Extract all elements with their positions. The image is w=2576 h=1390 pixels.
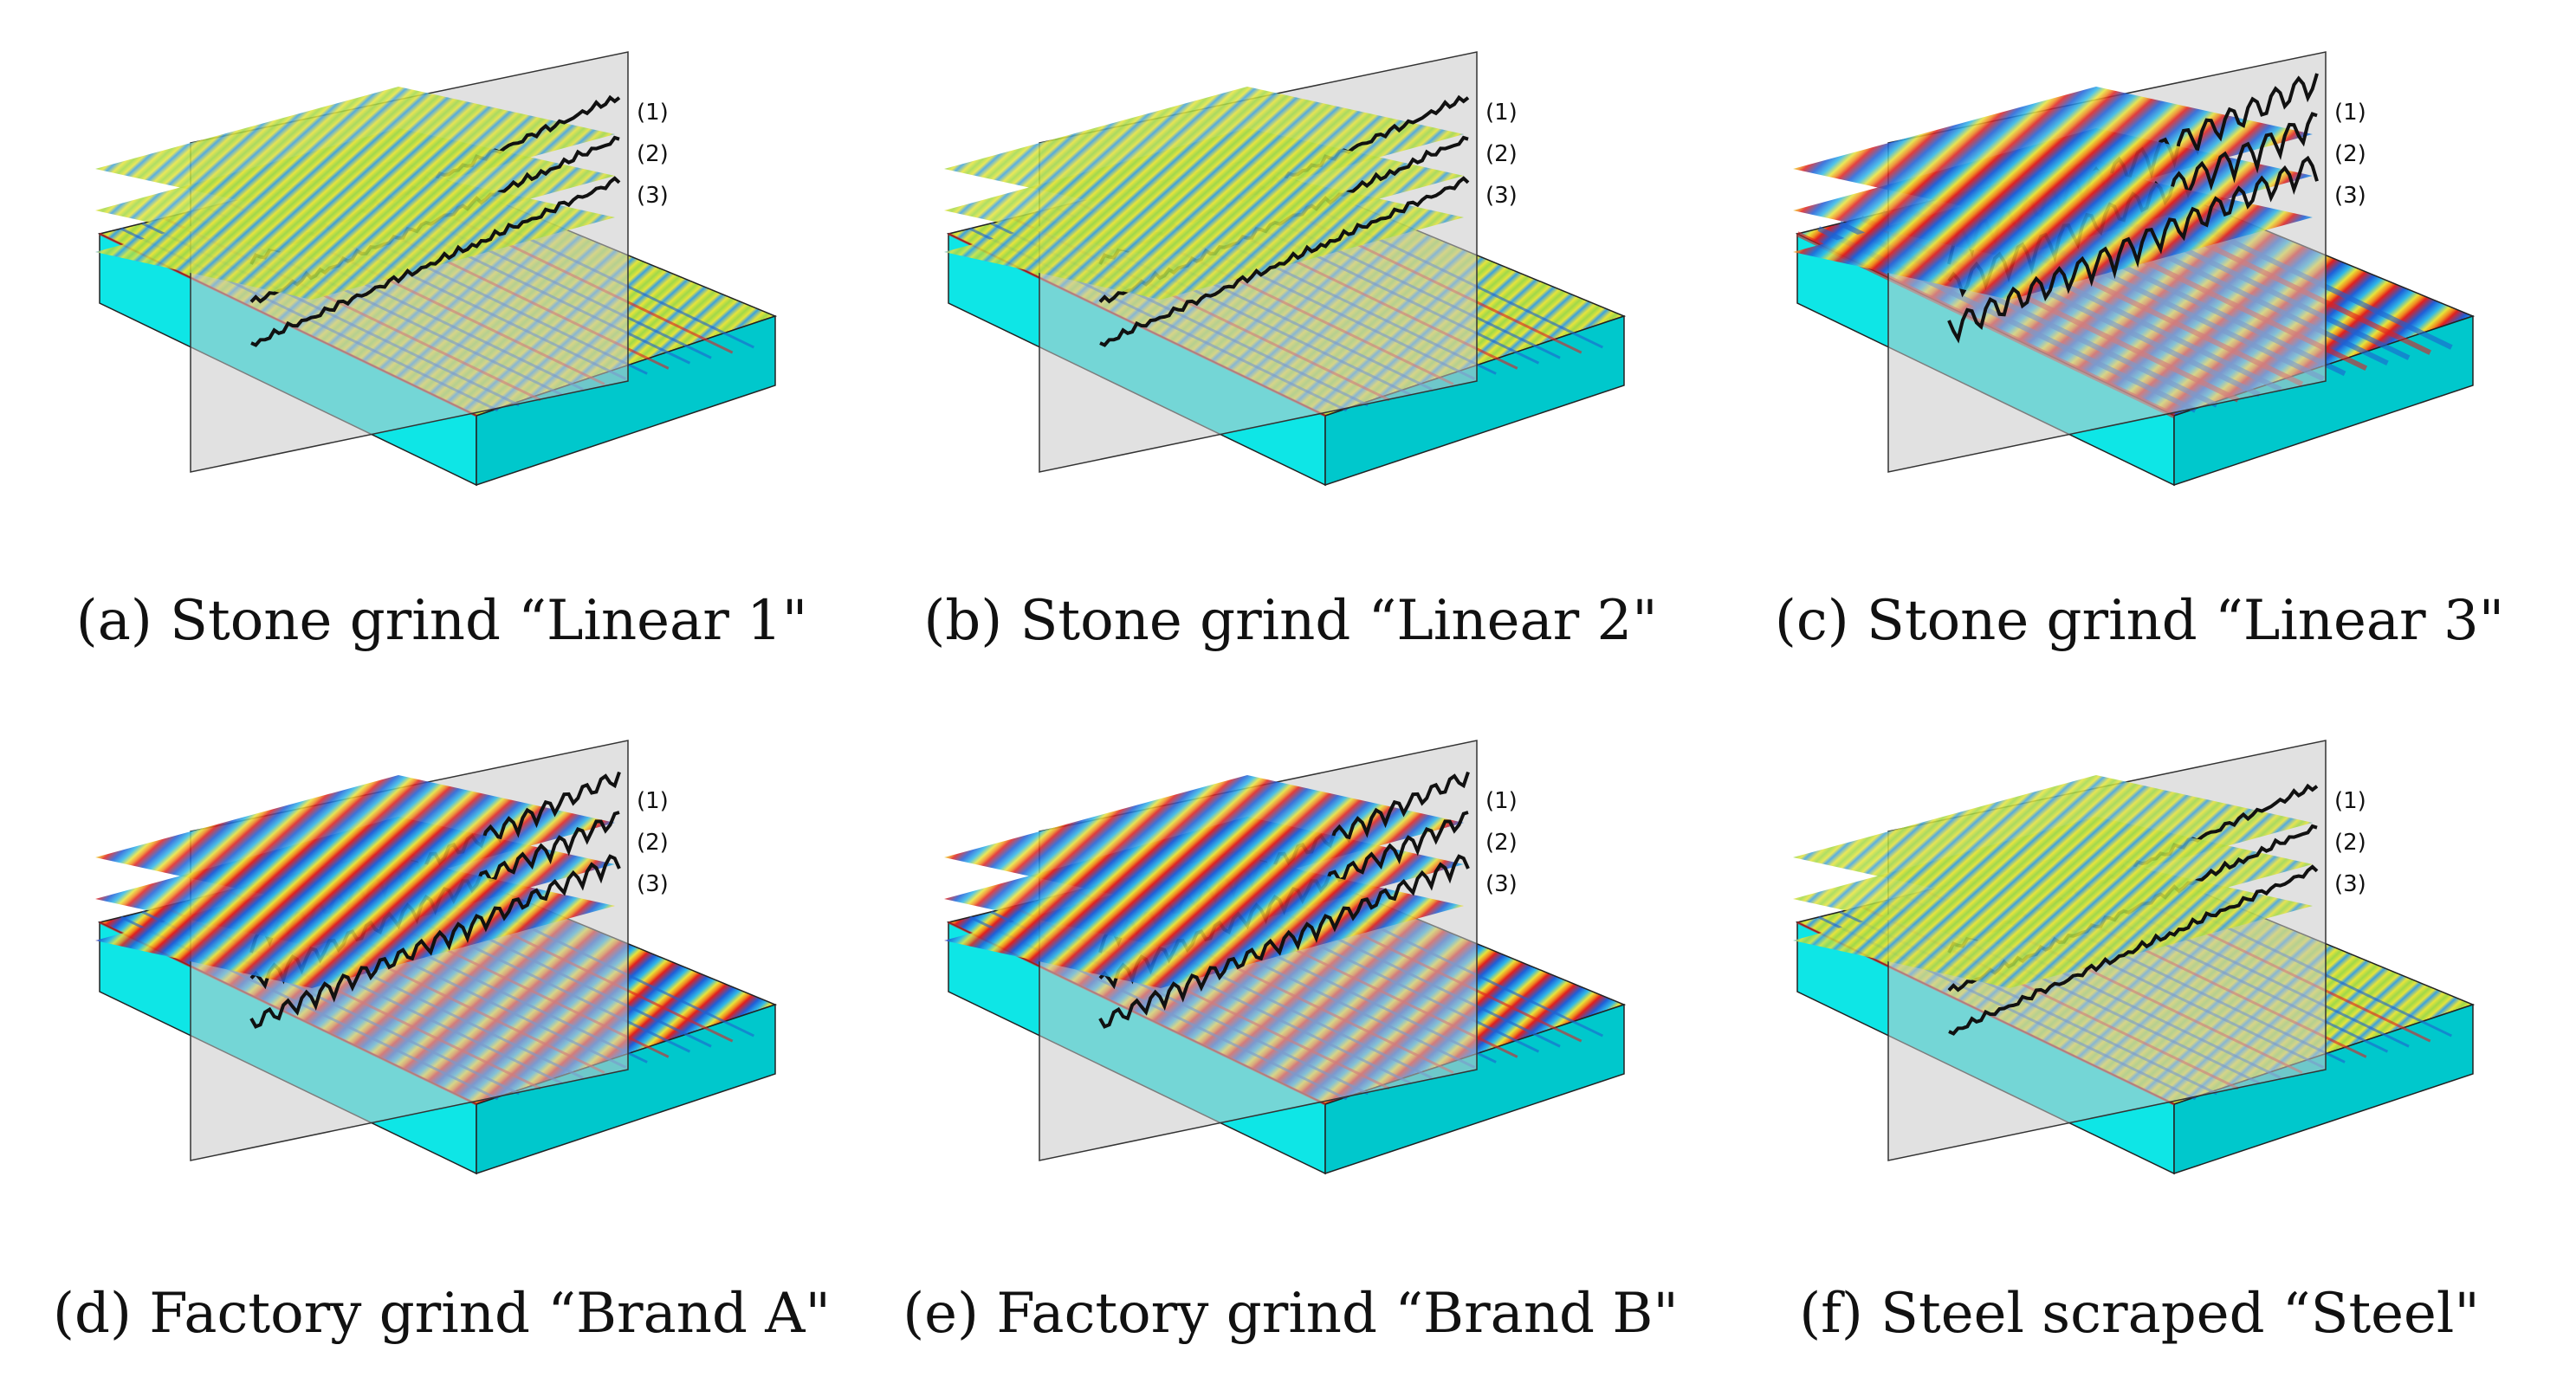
profile-line-3 [1098, 854, 1470, 1029]
profile-slab-3 [1793, 170, 2313, 300]
profile-label-2: (2) [2334, 141, 2366, 167]
profile-line-3 [250, 176, 621, 347]
panel-b: (1) (2) (3) (b) Stone grind “Linear 2" [866, 17, 1715, 701]
block-side-face [476, 1003, 776, 1175]
profile-slab-3 [95, 858, 615, 988]
profile-slab-3 [1793, 858, 2313, 988]
panel-d: (1) (2) (3) (d) Factory grind “Brand A" [17, 706, 866, 1390]
profile-line-3 [1947, 155, 2319, 344]
caption-f: (f) Steel scraped “Steel" [1799, 1282, 2480, 1346]
profile-label-2: (2) [637, 141, 669, 167]
profile-label-3: (3) [637, 871, 669, 897]
panel-a: (1) (2) (3) (a) Stone grind “Linear 1" [17, 17, 866, 701]
profile-label-3: (3) [1485, 871, 1518, 897]
surface-figure-b: (1) (2) (3) [944, 51, 1627, 487]
profile-slab-3 [95, 170, 615, 300]
profile-label-1: (1) [2334, 100, 2366, 126]
caption-d: (d) Factory grind “Brand A" [53, 1282, 831, 1346]
profile-label-1: (1) [637, 788, 669, 814]
profile-label-1: (1) [637, 100, 669, 126]
surface-figure-a: (1) (2) (3) [95, 51, 778, 487]
profile-slab-3 [944, 170, 1464, 300]
block-side-face [1324, 314, 1625, 487]
block-side-face [476, 314, 776, 487]
caption-c: (c) Stone grind “Linear 3" [1774, 589, 2505, 653]
caption-a: (a) Stone grind “Linear 1" [75, 589, 808, 653]
profile-label-2: (2) [2334, 830, 2366, 856]
panel-f: (1) (2) (3) (f) Steel scraped “Steel" [1715, 706, 2564, 1390]
profile-label-2: (2) [1485, 141, 1518, 167]
profile-label-2: (2) [637, 830, 669, 856]
surface-figure-f: (1) (2) (3) [1793, 740, 2476, 1175]
profile-label-3: (3) [637, 183, 669, 209]
surface-figure-d: (1) (2) (3) [95, 740, 778, 1175]
profile-label-1: (1) [2334, 788, 2366, 814]
profile-label-1: (1) [1485, 788, 1518, 814]
block-side-face [1324, 1003, 1625, 1175]
panel-e: (1) (2) (3) (e) Factory grind “Brand B" [866, 706, 1715, 1390]
profile-line-3 [249, 854, 621, 1029]
profile-label-2: (2) [1485, 830, 1518, 856]
caption-e: (e) Factory grind “Brand B" [903, 1282, 1679, 1346]
profile-slab-3 [944, 858, 1464, 988]
block-side-face [2173, 314, 2474, 487]
profile-label-3: (3) [2334, 183, 2366, 209]
surface-figure-c: (1) (2) (3) [1793, 51, 2476, 487]
profile-label-3: (3) [1485, 183, 1518, 209]
profile-label-3: (3) [2334, 871, 2366, 897]
profile-label-1: (1) [1485, 100, 1518, 126]
surface-figure-e: (1) (2) (3) [944, 740, 1627, 1175]
profile-line-3 [1948, 864, 2319, 1036]
caption-b: (b) Stone grind “Linear 2" [923, 589, 1658, 653]
block-side-face [2173, 1003, 2474, 1175]
profile-line-3 [1099, 176, 1470, 347]
panel-c: (1) (2) (3) (c) Stone grind “Linear 3" [1715, 17, 2564, 701]
